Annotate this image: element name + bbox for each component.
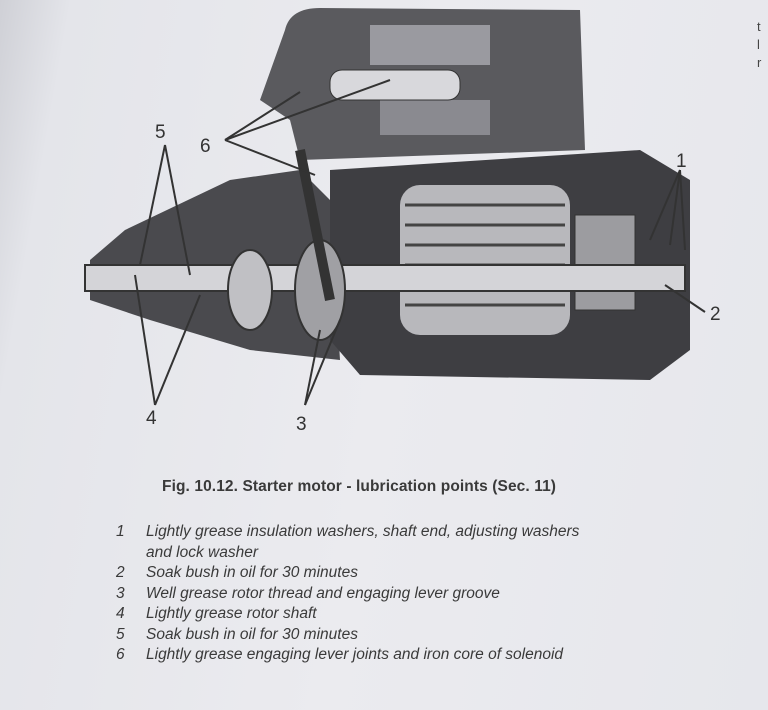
edge-letter: r — [757, 55, 762, 70]
callout-2: 2 — [710, 304, 721, 325]
callout-6: 6 — [200, 136, 211, 157]
legend-number: 3 — [116, 584, 125, 602]
legend-text: Soak bush in oil for 30 minutes — [146, 625, 358, 643]
legend-number: 2 — [116, 564, 125, 581]
legend-text: Lightly grease insulation washers, shaft… — [146, 523, 580, 540]
legend-item: 1 Lightly grease insulation washers, shaf… — [116, 522, 579, 543]
legend-text-continued: and lock washer — [146, 543, 259, 561]
legend-item: 2 Soak bush in oil for 30 minutes — [116, 563, 579, 584]
legend-number: 4 — [116, 605, 125, 622]
motor-drawing — [84, 8, 690, 380]
legend-number: 5 — [116, 625, 125, 643]
callout-lines — [134, 79, 706, 406]
figure-caption: Fig. 10.12. Starter motor - lubrication … — [162, 478, 557, 495]
legend-text: Lightly grease engaging lever joints and… — [146, 646, 564, 663]
lubrication-legend: 1 Lightly grease insulation washers, shaf… — [116, 522, 579, 666]
edge-letter: l — [757, 37, 760, 52]
legend-text: Lightly grease rotor shaft — [146, 605, 317, 622]
edge-letter: t — [757, 19, 761, 34]
legend-item: 5 Soak bush in oil for 30 minutes — [116, 625, 579, 646]
legend-number: 6 — [116, 646, 125, 663]
legend-number: 1 — [116, 523, 125, 540]
callout-1: 1 — [676, 151, 687, 172]
legend-item: 4 Lightly grease rotor shaft — [116, 604, 579, 625]
starter-motor-illustration: 5 6 1 2 3 4 — [84, 8, 721, 435]
cropped-adjacent-column-text: t l r — [757, 18, 768, 72]
legend-text: Well grease rotor thread and engaging le… — [146, 584, 500, 602]
callout-4: 4 — [146, 408, 157, 429]
legend-text: Soak bush in oil for 30 minutes — [146, 564, 358, 581]
legend-item: 6 Lightly grease engaging lever joints an… — [116, 645, 579, 666]
callout-5: 5 — [155, 122, 166, 143]
legend-item: 3 Well grease rotor thread and engaging l… — [116, 584, 579, 605]
callout-3: 3 — [296, 414, 307, 435]
